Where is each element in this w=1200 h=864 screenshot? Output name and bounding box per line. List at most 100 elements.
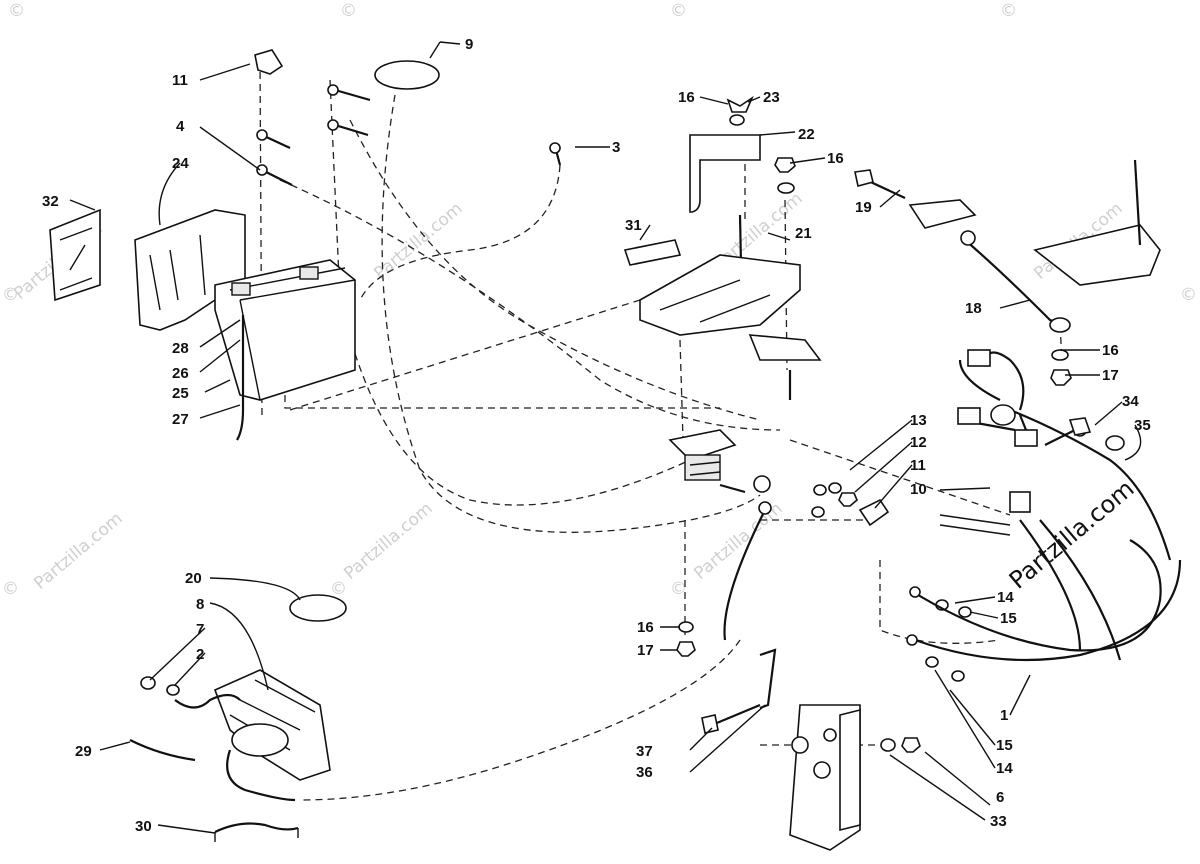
washer-icon [951,670,965,682]
callout-13: 13 [910,412,927,429]
callout-17: 17 [1102,367,1119,384]
callout-4: 4 [176,118,185,135]
callout-1: 1 [1000,707,1008,724]
callout-11: 11 [910,457,926,474]
callout-2: 2 [196,646,204,663]
washer-icon [880,738,896,752]
starter-cable [723,509,766,641]
battery-pad [49,208,101,302]
watermark-text: Partzilla.com [370,199,466,284]
starter-motor [129,669,331,842]
washer-icon [729,114,745,126]
washer-icon [678,621,694,633]
copyright-mark: © [8,1,25,21]
throttle-bracket [701,648,861,851]
terminal-cap [254,49,284,75]
callout-6: 6 [996,789,1004,806]
sensor [1068,417,1092,436]
callout-18: 18 [965,300,982,317]
copyright-mark: © [1000,1,1017,21]
callout-3: 3 [612,139,620,156]
callout-16: 16 [678,89,695,106]
callout-14: 14 [997,589,1014,606]
battery-strap [374,60,440,90]
nut-icon [774,157,796,173]
hold-down-bracket [689,134,761,213]
nut-icon [838,492,858,507]
nut-icon [676,641,696,657]
callout-19: 19 [855,199,872,216]
callout-11: 11 [172,72,188,89]
washer-icon [166,684,180,696]
copyright-mark: © [670,1,687,21]
tray-mount [748,334,822,361]
callout-10: 10 [910,481,927,498]
connector-icon [957,407,981,425]
battery-tray [639,254,801,336]
nut-icon [901,737,921,753]
copyright-mark: © [670,579,687,599]
washer-icon [958,606,972,618]
connector-icon [1014,429,1038,447]
watermark-text: Partzilla.com [340,499,436,584]
leader-lines [69,41,1142,834]
battery-tray [623,134,822,400]
callout-28: 28 [172,340,189,357]
copyright-mark: © [2,285,19,305]
nut-icon [140,676,156,690]
watermark-text: Partzilla.com [30,509,126,594]
callout-25: 25 [172,385,189,402]
callout-15: 15 [996,737,1013,754]
washer-icon [777,182,795,194]
battery-terminal-icon [231,282,251,296]
washer-icon [828,482,842,494]
callout-24: 24 [172,155,189,172]
callout-labels: 1 2 3 4 6 7 8 9 10 11 11 12 13 14 14 15 … [42,36,1151,835]
copyright-mark: © [1180,285,1197,305]
callout-16: 16 [1102,342,1119,359]
copyright-mark: © [2,579,19,599]
washer-icon [1051,349,1069,361]
wiring-harness [906,349,1182,662]
copyright-mark: © [340,1,357,21]
callout-34: 34 [1122,393,1139,410]
battery-assembly [49,49,562,441]
connector-icon [1009,491,1031,513]
battery-cable [334,88,371,137]
vent-hose [129,739,196,762]
callout-32: 32 [42,193,59,210]
washer-icon [813,484,827,496]
callout-16: 16 [827,150,844,167]
callout-14: 14 [996,760,1013,777]
callout-20: 20 [185,570,202,587]
callout-17: 17 [637,642,654,659]
washer-icon [925,656,939,668]
nut-icon [1105,435,1125,451]
battery-terminal-icon [299,266,319,280]
callout-31: 31 [625,217,642,234]
wing-nut-icon [726,95,754,113]
battery [214,259,356,401]
callout-15: 15 [1000,610,1017,627]
fuel-hose [214,822,299,833]
callout-27: 27 [172,411,189,428]
nut-icon [1050,369,1072,386]
bolt-icon [711,703,761,727]
callout-37: 37 [636,743,653,760]
callout-21: 21 [795,225,812,242]
callout-26: 26 [172,365,189,382]
battery-cable [261,134,293,186]
tray-pad [623,239,682,266]
vent-tube [236,315,245,441]
terminal-cap [858,498,890,527]
callout-12: 12 [910,434,927,451]
callout-22: 22 [798,126,815,143]
callout-9: 9 [465,36,473,53]
callout-30: 30 [135,818,152,835]
hose-clamp [289,594,347,622]
copyright-mark: © [330,579,347,599]
callout-33: 33 [990,813,1007,830]
wire-routing-dashes [259,59,1063,801]
connector-icon [967,349,991,367]
callout-8: 8 [196,596,204,613]
